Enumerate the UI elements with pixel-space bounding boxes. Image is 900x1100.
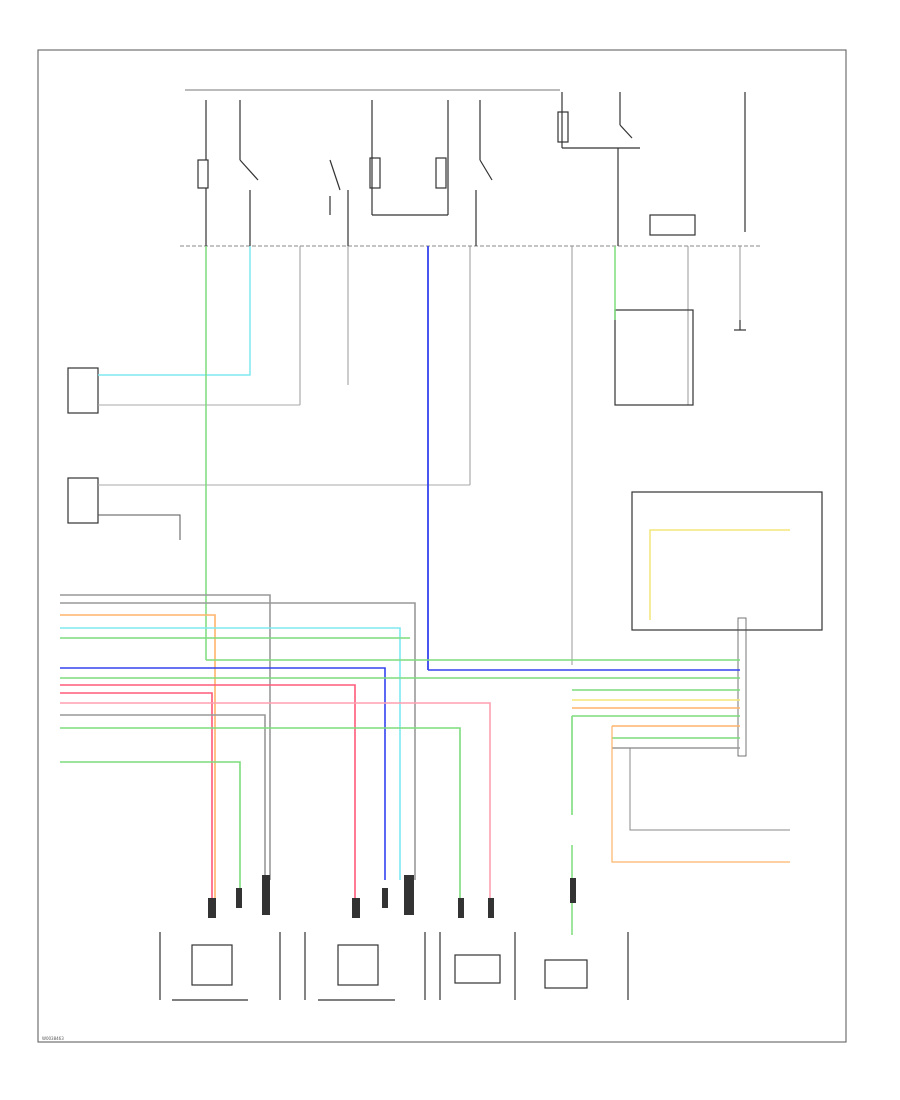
sensor-wire-orange <box>611 726 790 863</box>
relay-block-right <box>557 92 746 246</box>
wire-dark-2 <box>98 514 181 540</box>
blower-sw-2 <box>67 477 99 524</box>
recirc-door-actuator <box>304 932 426 1001</box>
drop-wires <box>299 246 741 665</box>
harness-wires <box>60 594 740 900</box>
module-connector <box>737 617 747 757</box>
hvac-control-module <box>631 491 823 631</box>
hvac-pressure-switch-box <box>614 309 694 406</box>
module-yellow <box>649 529 790 620</box>
sensor-wire-gray <box>629 748 790 831</box>
relay-block-left <box>197 100 259 246</box>
diagram-frame <box>37 49 847 1043</box>
blend-door-actuator <box>439 932 501 1000</box>
wire-lightblue-top <box>98 246 251 376</box>
mode-door-actuator <box>159 932 281 1001</box>
ambient-sensor <box>514 932 629 1000</box>
actuator-connectors <box>208 875 576 918</box>
relay-block-mid <box>329 100 493 246</box>
diagram-id: W0038463 <box>42 1036 64 1041</box>
blower-sw-1 <box>67 367 99 414</box>
ground-symbol-1 <box>734 320 746 331</box>
